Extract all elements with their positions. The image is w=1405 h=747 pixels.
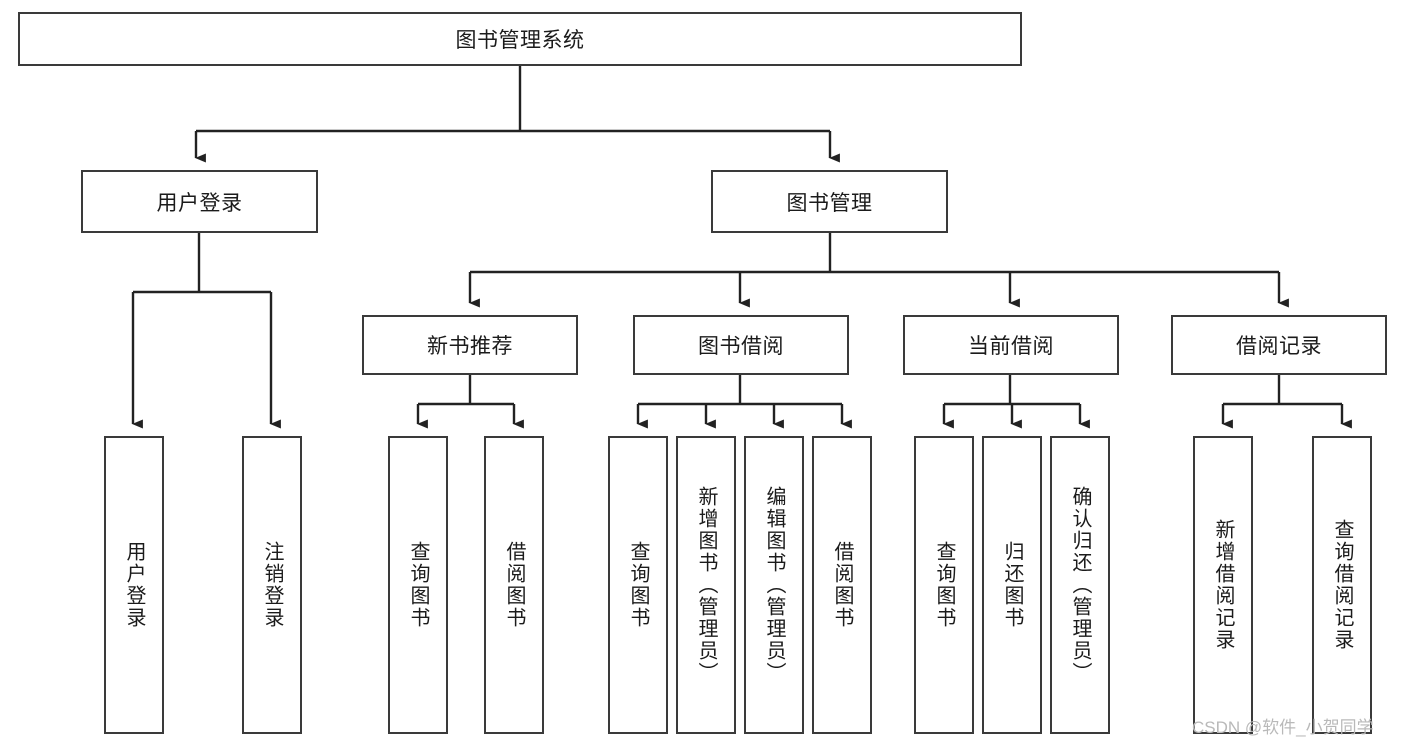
node-leaf-edit-book-label: 编辑图书（管理员） xyxy=(763,486,785,684)
node-leaf-add-book-label: 新增图书（管理员） xyxy=(695,486,717,684)
node-user-login[interactable]: 用户登录 xyxy=(81,170,318,233)
node-leaf-return-book-label: 归还图书 xyxy=(1001,541,1023,629)
node-leaf-query-record[interactable]: 查询借阅记录 xyxy=(1312,436,1372,734)
node-book-manage[interactable]: 图书管理 xyxy=(711,170,948,233)
node-leaf-user-logout[interactable]: 注销登录 xyxy=(242,436,302,734)
node-leaf-confirm-return[interactable]: 确认归还（管理员） xyxy=(1050,436,1110,734)
node-leaf-query-record-label: 查询借阅记录 xyxy=(1331,519,1353,651)
node-leaf-query-book-3-label: 查询图书 xyxy=(933,541,955,629)
node-leaf-borrow-book-2-label: 借阅图书 xyxy=(831,541,853,629)
node-leaf-user-login[interactable]: 用户登录 xyxy=(104,436,164,734)
node-leaf-add-record-label: 新增借阅记录 xyxy=(1212,519,1234,651)
node-leaf-user-login-label: 用户登录 xyxy=(123,541,145,629)
node-borrow-record[interactable]: 借阅记录 xyxy=(1171,315,1387,375)
node-root-label: 图书管理系统 xyxy=(455,29,585,52)
node-leaf-edit-book[interactable]: 编辑图书（管理员） xyxy=(744,436,804,734)
node-leaf-borrow-book-1[interactable]: 借阅图书 xyxy=(484,436,544,734)
node-book-manage-label: 图书管理 xyxy=(786,191,873,215)
node-book-borrow-label: 图书借阅 xyxy=(698,335,784,358)
node-leaf-add-record[interactable]: 新增借阅记录 xyxy=(1193,436,1253,734)
node-leaf-add-book[interactable]: 新增图书（管理员） xyxy=(676,436,736,734)
node-root[interactable]: 图书管理系统 xyxy=(18,12,1022,66)
node-book-borrow[interactable]: 图书借阅 xyxy=(633,315,849,375)
node-leaf-user-logout-label: 注销登录 xyxy=(261,541,283,629)
node-user-login-label: 用户登录 xyxy=(156,191,243,215)
node-leaf-query-book-1-label: 查询图书 xyxy=(407,541,429,629)
node-leaf-query-book-2-label: 查询图书 xyxy=(627,541,649,629)
node-leaf-query-book-3[interactable]: 查询图书 xyxy=(914,436,974,734)
node-current-borrow[interactable]: 当前借阅 xyxy=(903,315,1119,375)
node-leaf-borrow-book-2[interactable]: 借阅图书 xyxy=(812,436,872,734)
node-borrow-record-label: 借阅记录 xyxy=(1236,335,1322,358)
node-current-borrow-label: 当前借阅 xyxy=(968,335,1054,358)
node-leaf-query-book-1[interactable]: 查询图书 xyxy=(388,436,448,734)
node-new-book-recommend[interactable]: 新书推荐 xyxy=(362,315,578,375)
node-leaf-borrow-book-1-label: 借阅图书 xyxy=(503,541,525,629)
node-leaf-query-book-2[interactable]: 查询图书 xyxy=(608,436,668,734)
node-new-book-recommend-label: 新书推荐 xyxy=(427,335,513,358)
node-leaf-return-book[interactable]: 归还图书 xyxy=(982,436,1042,734)
node-leaf-confirm-return-label: 确认归还（管理员） xyxy=(1069,486,1091,684)
